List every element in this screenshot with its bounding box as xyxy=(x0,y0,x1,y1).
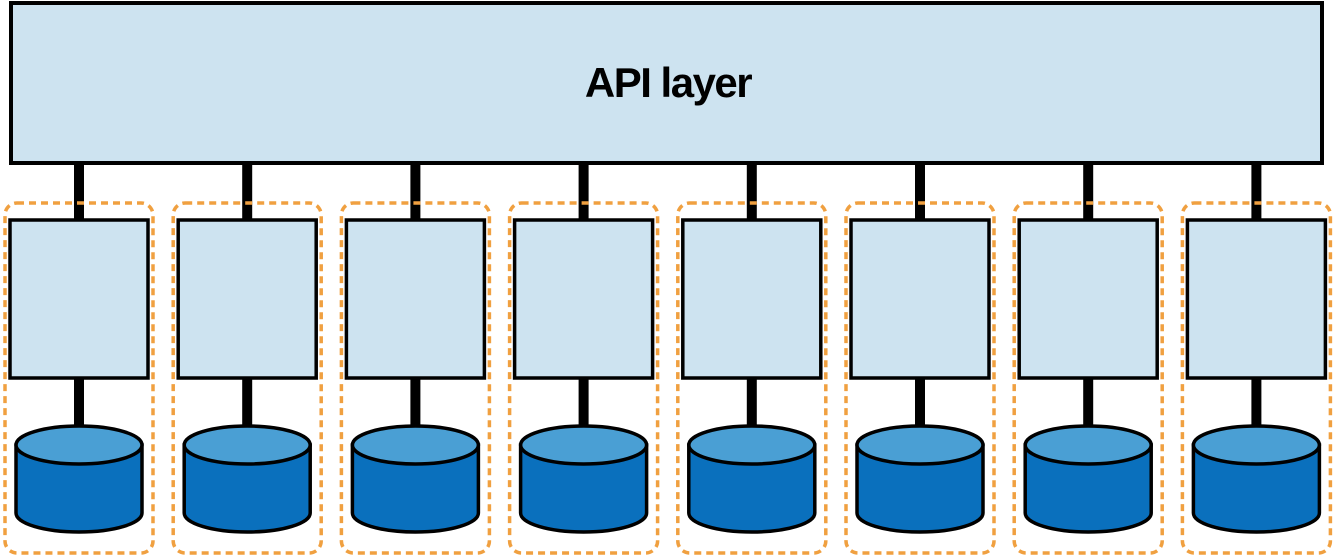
database-top xyxy=(687,424,817,466)
service-group-border xyxy=(171,201,323,555)
service-unit xyxy=(507,201,660,555)
service-unit xyxy=(3,201,155,555)
database-top xyxy=(855,424,985,466)
service-group-border xyxy=(3,201,155,555)
service-box xyxy=(512,218,655,380)
service-groups xyxy=(3,201,1333,555)
service-box xyxy=(176,218,318,380)
database-top xyxy=(1191,424,1322,466)
database-icon xyxy=(350,424,481,534)
database-top xyxy=(182,424,312,466)
database-top xyxy=(518,424,649,466)
database-body xyxy=(1191,443,1322,534)
service-unit xyxy=(844,201,996,555)
service-box xyxy=(681,218,823,380)
service-group-border xyxy=(339,201,492,555)
service-unit xyxy=(676,201,828,555)
service-unit xyxy=(339,201,492,555)
database-icon xyxy=(1023,424,1153,534)
service-box xyxy=(1017,218,1159,380)
service-group-border xyxy=(1012,201,1164,555)
database-icon xyxy=(518,424,649,534)
api-layer-box xyxy=(9,1,1324,165)
api-layer-label: API layer xyxy=(585,59,752,106)
service-unit xyxy=(171,201,323,555)
database-body xyxy=(182,443,312,534)
service-box xyxy=(1185,218,1328,380)
service-unit xyxy=(1012,201,1164,555)
database-body xyxy=(350,443,481,534)
service-group-border xyxy=(507,201,660,555)
database-icon xyxy=(687,424,817,534)
service-group-border xyxy=(844,201,996,555)
database-body xyxy=(518,443,649,534)
connectors xyxy=(74,163,1262,432)
service-group-border xyxy=(676,201,828,555)
database-body xyxy=(1023,443,1153,534)
service-box xyxy=(8,218,150,380)
service-group-border xyxy=(1180,201,1333,555)
database-icon xyxy=(855,424,985,534)
database-body xyxy=(14,443,144,534)
database-body xyxy=(687,443,817,534)
database-top xyxy=(14,424,144,466)
api-layer: API layer xyxy=(9,1,1324,165)
database-icon xyxy=(182,424,312,534)
database-icon xyxy=(14,424,144,534)
database-top xyxy=(1023,424,1153,466)
service-box xyxy=(344,218,487,380)
service-box xyxy=(849,218,991,380)
database-icon xyxy=(1191,424,1322,534)
database-body xyxy=(855,443,985,534)
database-top xyxy=(350,424,481,466)
service-unit xyxy=(1180,201,1333,555)
